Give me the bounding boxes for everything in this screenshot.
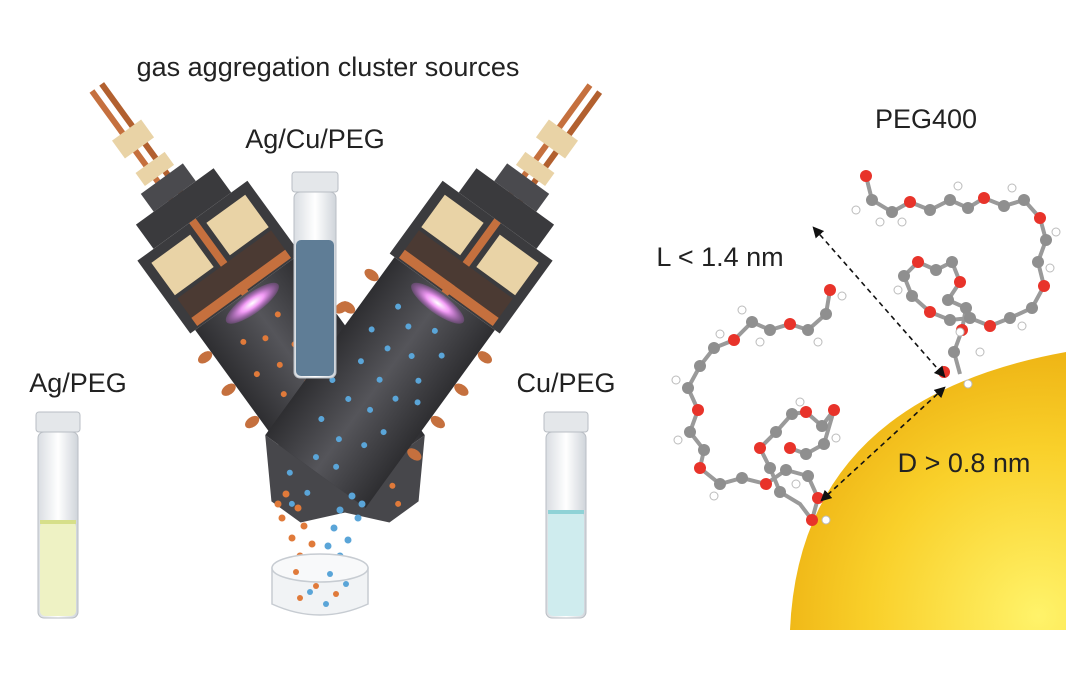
liquid (296, 240, 334, 376)
plasma-glow (225, 282, 279, 324)
length-arrow (812, 226, 946, 378)
sources-title: gas aggregation cluster sources (137, 52, 520, 82)
nozzle (265, 435, 366, 523)
label-cu-peg: Cu/PEG (516, 368, 615, 398)
right-cluster-source (265, 83, 603, 523)
liquid (548, 512, 584, 616)
distance-arrow (820, 386, 946, 502)
label-ag-peg: Ag/PEG (29, 368, 127, 398)
label-length: L < 1.4 nm (656, 242, 783, 272)
liquid (40, 522, 76, 616)
label-peg400: PEG400 (875, 104, 977, 134)
peg-molecule-upper (864, 175, 1049, 375)
gold-nanoparticle (790, 352, 1066, 630)
label-ag-cu-peg: Ag/Cu/PEG (245, 124, 385, 154)
copper-clusters (286, 303, 445, 507)
label-distance: D > 0.8 nm (898, 448, 1031, 478)
vial-cu-peg (543, 411, 589, 619)
vial-ag-peg (35, 411, 81, 619)
vial-ag-cu-peg (291, 171, 339, 379)
petri-dish (271, 553, 369, 616)
plasma-glow (411, 282, 465, 324)
falling-clusters (274, 490, 366, 560)
